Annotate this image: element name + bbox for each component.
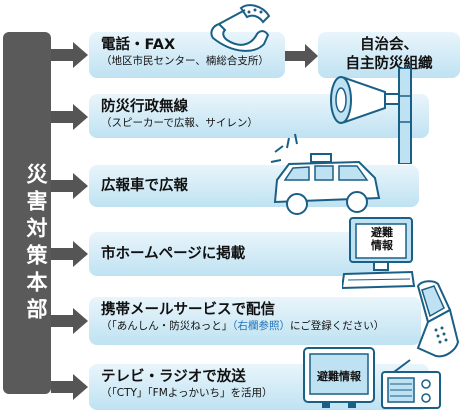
monitor-text-line-1: 避難 (371, 226, 393, 239)
channel-title: 市ホームページに掲載 (101, 246, 246, 262)
channel-tv-radio: テレビ・ラジオで放送 （「CTY」「FMよっかいち」を活用） (89, 364, 429, 410)
arrow-to-web (51, 241, 88, 267)
channel-subtitle: （「CTY」「FMよっかいち」を活用） (101, 387, 273, 399)
monitor-text-line-2: 情報 (371, 239, 393, 252)
channel-title: 携帯メールサービスで配信 (101, 302, 275, 318)
channel-subtitle: （地区市民センター、楠総合支所） (101, 55, 269, 67)
computer-monitor-illustration: 避難 情報 (342, 216, 416, 290)
radio-icon (381, 359, 441, 409)
computer-icon (342, 217, 416, 290)
arrow-to-radio (51, 104, 88, 130)
speaker-pole-icon (330, 68, 412, 164)
telephone-handset-icon (210, 4, 271, 52)
channel-city-website: 市ホームページに掲載 (89, 232, 389, 276)
television-icon (303, 347, 375, 408)
mobile-phone-icon (416, 280, 460, 358)
channel-title: 電話・FAX (101, 37, 176, 53)
arrow-to-association (285, 44, 318, 68)
television-illustration: 避難情報 (302, 344, 376, 410)
channel-title: 広報車で広報 (101, 178, 188, 194)
sub-post: にご登録ください） (290, 320, 385, 332)
arrow-to-car (51, 173, 88, 199)
headquarters-box: 災害対策本部 (3, 32, 51, 394)
tv-screen-text: 避難情報 (317, 370, 361, 383)
channel-title: テレビ・ラジオで放送 (101, 369, 246, 385)
arrow-to-tv (51, 374, 88, 400)
channel-title: 防災行政無線 (101, 99, 188, 115)
channel-mobile-mail: 携帯メールサービスで配信 （「あんしん・防災ねっと」（右欄参照）にご登録ください… (89, 297, 421, 345)
sub-pre: （「あんしん・防災ねっと」 (101, 320, 233, 332)
channel-subtitle: （「あんしん・防災ねっと」（右欄参照）にご登録ください） (101, 319, 409, 333)
headquarters-label: 災害対策本部 (24, 163, 48, 325)
sub-highlight: （右欄参照） (232, 320, 290, 332)
channel-subtitle: （スピーカーで広報、サイレン） (101, 117, 258, 129)
arrow-to-phone (51, 42, 88, 68)
pr-car-icon (270, 133, 381, 215)
association-line-1: 自治会、 (360, 37, 418, 53)
arrow-to-mail (51, 308, 88, 334)
